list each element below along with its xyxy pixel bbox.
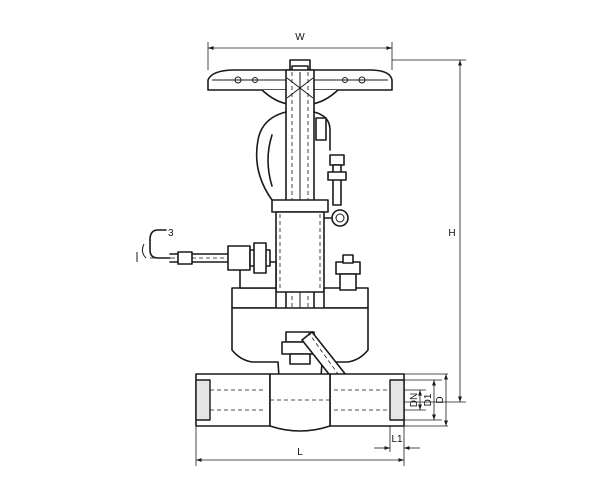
dimension-l1: L1: [374, 426, 420, 452]
dimension-d1-label: D1: [423, 393, 434, 406]
dimension-l-label: L: [297, 447, 303, 458]
dimension-l1-label: L1: [391, 434, 403, 445]
socket-ends: [195, 373, 405, 432]
dimension-w: W: [207, 32, 393, 70]
dimension-w-label: W: [295, 32, 305, 43]
dimension-h-label: H: [448, 228, 455, 239]
yoke: [255, 111, 349, 227]
bonnet: [231, 199, 369, 309]
dimension-dn-label: DN: [409, 393, 420, 407]
dimension-d-label: D: [435, 396, 446, 403]
dimension-diameters: DN D1 D: [404, 373, 448, 427]
svg-text:3: 3: [168, 228, 174, 239]
pressure-tap: 3: [136, 228, 271, 274]
dimension-l: L: [195, 426, 405, 466]
dimension-h: H: [392, 59, 466, 403]
